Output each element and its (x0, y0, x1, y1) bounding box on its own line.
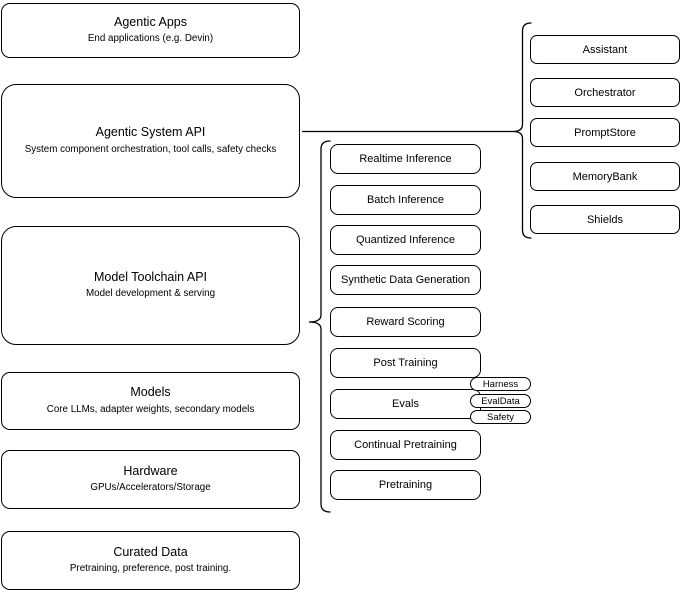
toolchain-box-continual-pretraining: Continual Pretraining (330, 430, 481, 460)
system-component-memorybank: MemoryBank (530, 162, 680, 191)
layer-subtitle: Model development & serving (85, 288, 216, 300)
evals-pill-evaldata: EvalData (470, 394, 531, 408)
layer-title: Curated Data (113, 544, 188, 559)
layer-subtitle: Pretraining, preference, post training. (69, 563, 232, 575)
layer-box-model-toolchain-api: Model Toolchain API Model development & … (1, 226, 300, 345)
layer-title: Models (130, 385, 171, 400)
system-component-orchestrator: Orchestrator (530, 78, 680, 107)
toolchain-box-synthetic-data-generation: Synthetic Data Generation (330, 265, 481, 295)
layer-box-models: Models Core LLMs, adapter weights, secon… (1, 372, 300, 430)
toolchain-components-brace (308, 140, 331, 513)
evals-pill-safety: Safety (470, 410, 531, 424)
layer-box-agentic-apps: Agentic Apps End applications (e.g. Devi… (1, 3, 300, 58)
system-component-promptstore: PromptStore (530, 118, 680, 147)
system-component-shields: Shields (530, 205, 680, 234)
layer-subtitle: Core LLMs, adapter weights, secondary mo… (46, 403, 255, 415)
toolchain-box-batch-inference: Batch Inference (330, 185, 481, 215)
layer-box-curated-data: Curated Data Pretraining, preference, po… (1, 531, 300, 590)
toolchain-box-evals: Evals (330, 389, 481, 419)
layer-box-agentic-system-api: Agentic System API System component orch… (1, 84, 300, 198)
toolchain-box-pretraining: Pretraining (330, 470, 481, 500)
toolchain-box-post-training: Post Training (330, 348, 481, 378)
layer-subtitle: End applications (e.g. Devin) (87, 33, 214, 45)
layer-title: Model Toolchain API (93, 269, 208, 284)
layer-title: Hardware (123, 463, 178, 478)
layer-box-hardware: Hardware GPUs/Accelerators/Storage (1, 450, 300, 509)
toolchain-box-realtime-inference: Realtime Inference (330, 144, 481, 174)
system-component-assistant: Assistant (530, 35, 680, 64)
layer-title: Agentic Apps (114, 14, 187, 29)
layer-subtitle: System component orchestration, tool cal… (24, 143, 277, 155)
toolchain-box-quantized-inference: Quantized Inference (330, 225, 481, 255)
evals-pill-harness: Harness (470, 377, 531, 391)
toolchain-box-reward-scoring: Reward Scoring (330, 307, 481, 337)
system-components-brace (512, 22, 532, 239)
layer-subtitle: GPUs/Accelerators/Storage (90, 482, 211, 494)
layer-title: Agentic System API (95, 125, 206, 140)
